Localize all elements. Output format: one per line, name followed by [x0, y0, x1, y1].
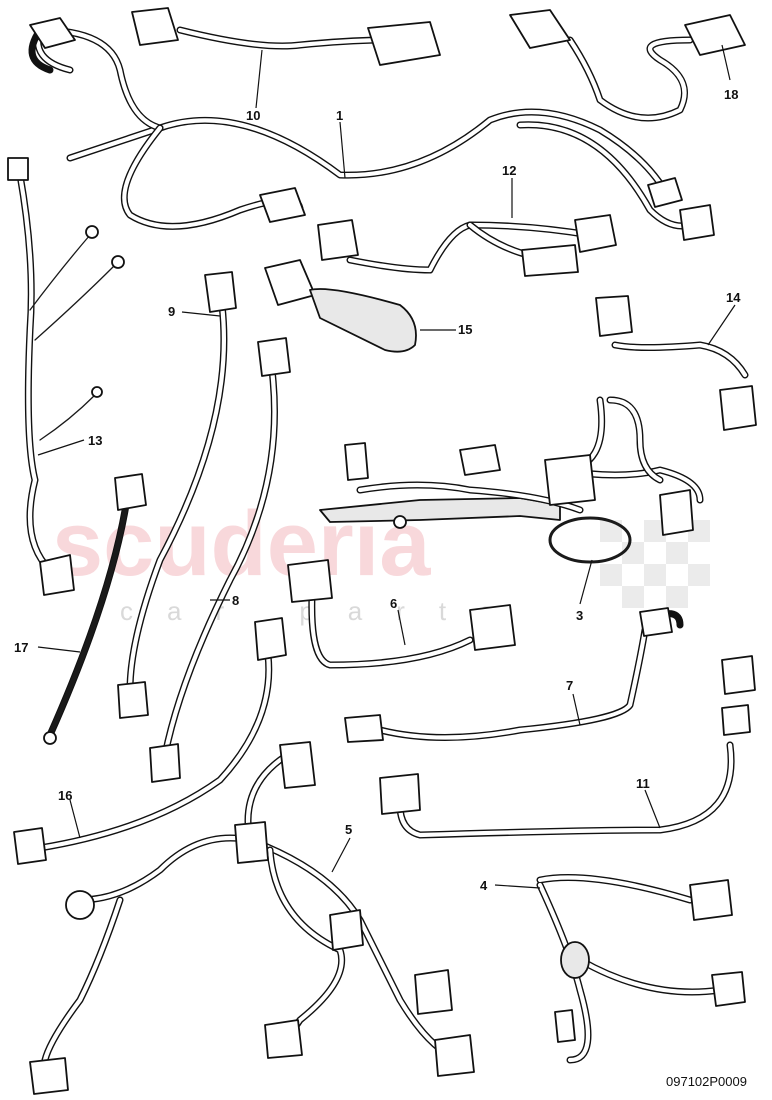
harness-6: [287, 559, 516, 669]
callout-11: 11: [636, 776, 650, 791]
connector-icon: [679, 204, 715, 241]
callout-15: 15: [458, 322, 472, 337]
connector-icon: [721, 704, 751, 736]
callouts: 1 3 4 5 6 7 8 9 10 11 12 13 14 15 16 17: [14, 44, 741, 893]
callout-3: 3: [576, 608, 583, 623]
callout-1: 1: [336, 108, 343, 123]
connector-icon: [149, 743, 181, 783]
harness-1: [28, 17, 715, 241]
part-15: [264, 259, 417, 353]
callout-13: 13: [88, 433, 102, 448]
connector-icon: [279, 741, 316, 789]
connector-icon: [29, 1057, 69, 1095]
harness-16: [13, 617, 287, 865]
connector-icon: [684, 14, 746, 56]
bracket-icon: [319, 497, 561, 523]
connector-icon: [39, 554, 75, 596]
connector-icon: [204, 271, 237, 313]
harness-5: [29, 741, 475, 1095]
grommet-icon: [560, 941, 590, 979]
connector-icon: [689, 879, 733, 921]
connector-icon: [595, 295, 633, 337]
connector-icon: [264, 1019, 303, 1059]
connector-icon: [114, 473, 147, 511]
connector-icon: [574, 214, 617, 253]
connector-icon: [264, 259, 316, 306]
connector-icon: [721, 655, 756, 695]
connector-icon: [367, 21, 441, 66]
terminal-icon: [85, 225, 99, 239]
connector-icon: [254, 617, 287, 661]
connector-icon: [554, 1009, 576, 1043]
connector-icon: [13, 827, 47, 865]
connector-icon: [544, 454, 596, 506]
callout-17: 17: [14, 640, 28, 655]
harness-18: [509, 9, 746, 122]
harness-14: [595, 295, 757, 431]
part-number: 097102P0009: [666, 1074, 747, 1089]
connector-icon: [7, 157, 29, 181]
connector-icon: [29, 17, 76, 49]
connector-icon: [131, 7, 179, 46]
harness-9: [117, 271, 237, 719]
connector-icon: [509, 9, 571, 49]
callout-14: 14: [726, 290, 741, 305]
harness-12: [317, 214, 617, 277]
connector-icon: [379, 773, 421, 815]
connector-icon: [459, 444, 501, 476]
harness-7: [344, 607, 684, 743]
callout-5: 5: [345, 822, 352, 837]
connector-icon: [317, 219, 359, 261]
terminal-icon: [393, 515, 407, 529]
connector-icon: [521, 244, 579, 277]
connector-icon: [719, 385, 757, 431]
watermark-checker: [600, 520, 710, 608]
connector-icon: [344, 714, 384, 743]
connector-icon: [234, 821, 269, 864]
callout-9: 9: [168, 304, 175, 319]
terminal-icon: [111, 255, 125, 269]
watermark-sub: car parts: [120, 596, 527, 626]
callout-4: 4: [480, 878, 488, 893]
harness-3: [319, 396, 704, 564]
connector-icon: [414, 969, 453, 1015]
callout-12: 12: [502, 163, 516, 178]
connector-icon: [639, 607, 673, 637]
connector-icon: [329, 909, 364, 951]
connector-icon: [469, 604, 516, 651]
connector-icon: [287, 559, 333, 603]
connector-icon: [259, 187, 306, 223]
harness-13: [7, 157, 125, 596]
part-17: [43, 473, 147, 745]
connector-icon: [257, 337, 291, 377]
callout-18: 18: [724, 87, 738, 102]
connector-icon: [344, 442, 369, 481]
connector-icon: [434, 1034, 475, 1077]
harness-8: [149, 337, 291, 783]
connector-icon: [659, 489, 694, 536]
connector-icon: [711, 971, 746, 1007]
harness-4: [536, 874, 746, 1064]
connector-icon: [647, 177, 683, 208]
terminal-icon: [91, 386, 103, 398]
callout-16: 16: [58, 788, 72, 803]
callout-7: 7: [566, 678, 573, 693]
sensor-icon: [65, 890, 95, 920]
callout-10: 10: [246, 108, 260, 123]
sleeve-icon: [309, 288, 417, 353]
ring-terminal-icon: [43, 731, 57, 745]
harness-10: [131, 7, 441, 66]
callout-8: 8: [232, 593, 239, 608]
connector-icon: [117, 681, 149, 719]
harness-11: [379, 655, 756, 839]
callout-6: 6: [390, 596, 397, 611]
